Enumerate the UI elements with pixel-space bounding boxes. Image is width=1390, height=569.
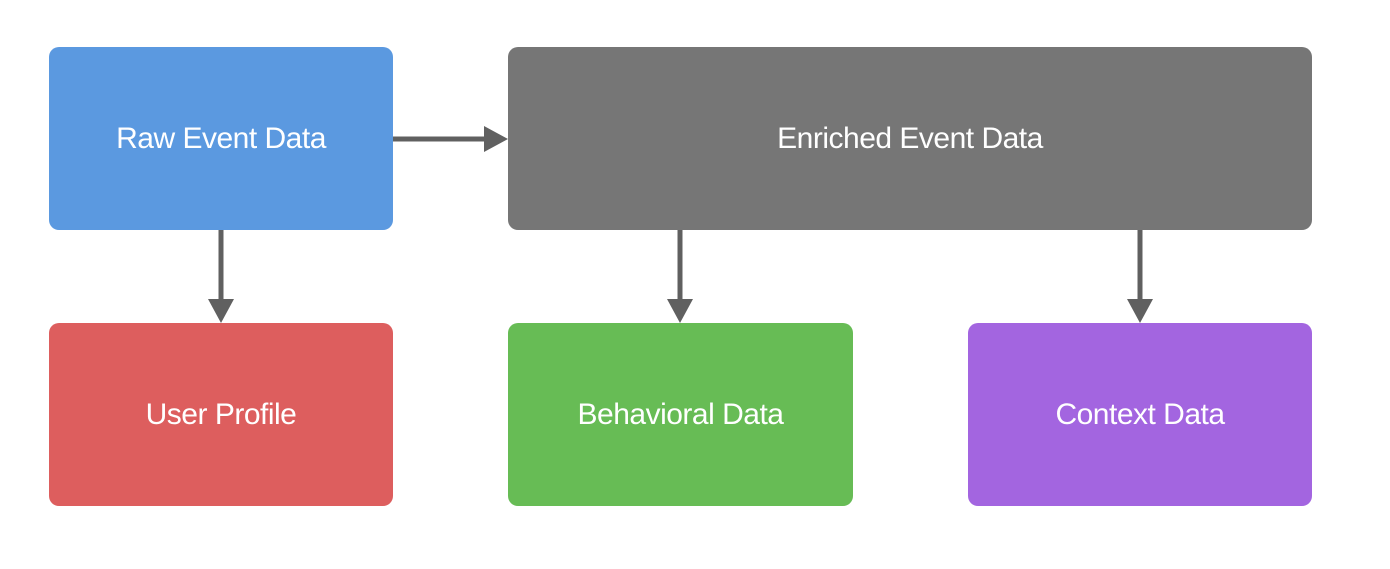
user-profile-label: User Profile [145,397,297,431]
raw-event-data-node: Raw Event Data [49,47,393,230]
enriched-event-data-label: Enriched Event Data [777,121,1043,155]
context-data-node: Context Data [968,323,1312,506]
user-profile-node: User Profile [49,323,393,506]
raw-event-data-label: Raw Event Data [116,121,326,155]
edge-raw-to-user-profile-arrowhead [208,299,234,323]
edge-enriched-to-behavioral-arrowhead [667,299,693,323]
behavioral-data-node: Behavioral Data [508,323,853,506]
edge-raw-to-enriched-arrowhead [484,126,508,152]
behavioral-data-label: Behavioral Data [577,397,784,431]
enriched-event-data-node: Enriched Event Data [508,47,1312,230]
edge-enriched-to-context-arrowhead [1127,299,1153,323]
context-data-label: Context Data [1055,397,1225,431]
